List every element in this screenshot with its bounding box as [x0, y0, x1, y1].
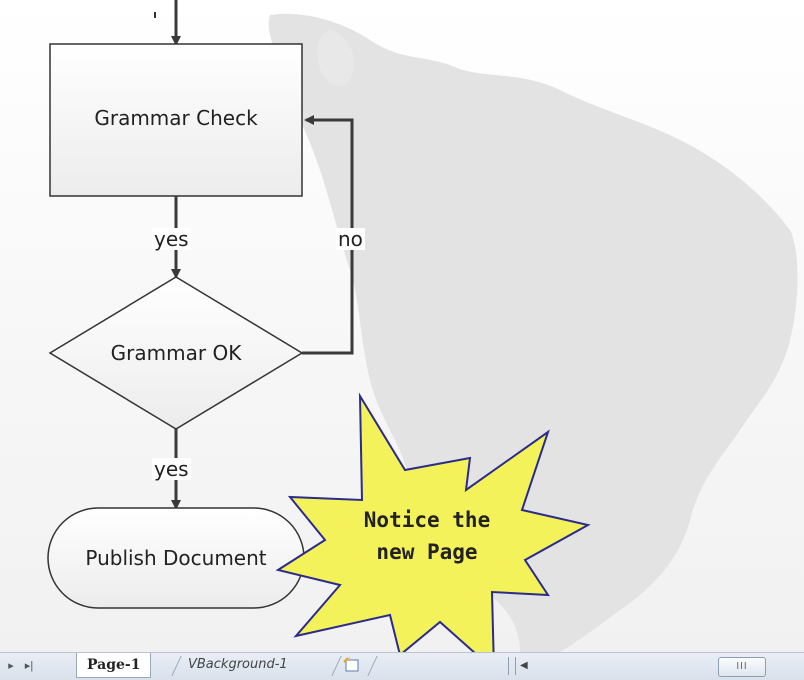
connector-no-label: no — [336, 227, 365, 251]
horizontal-scrollbar-thumb[interactable]: III — [718, 657, 766, 677]
terminator-label: Publish Document — [85, 546, 267, 570]
tab-separator — [331, 656, 342, 676]
connector-yes-2-label: yes — [152, 457, 191, 481]
callout-line-2: new Page — [376, 540, 478, 564]
page-tab-bar: ▸ ▸| Page-1 VBackground-1 ◀ III — [0, 652, 804, 680]
next-page-icon[interactable]: ▸ — [8, 660, 14, 672]
callout-text: Notice the new Page — [352, 504, 502, 568]
scrollbar-grip: III — [736, 661, 748, 672]
last-page-icon[interactable]: ▸| — [24, 660, 34, 672]
callout-line-1: Notice the — [363, 508, 491, 532]
background-map-island — [317, 30, 354, 87]
process-label: Grammar Check — [94, 106, 258, 130]
tab-page-1[interactable]: Page-1 — [76, 653, 152, 678]
scroll-left-icon[interactable]: ◀ — [520, 660, 528, 671]
diagram-svg — [47, 0, 798, 652]
tab-vbackground-1[interactable]: VBackground-1 — [188, 657, 288, 672]
decision-label: Grammar OK — [110, 341, 242, 365]
connector-top-dot — [154, 12, 156, 18]
tab-separator — [367, 656, 378, 676]
callout-starburst[interactable] — [275, 392, 591, 652]
insert-page-icon[interactable] — [342, 656, 362, 674]
tab-scroll-split-handle[interactable] — [508, 657, 516, 675]
background-map-shape — [268, 13, 798, 652]
connector-yes-1-label: yes — [152, 227, 191, 251]
drawing-canvas[interactable]: Grammar Check Grammar OK Publish Documen… — [0, 0, 804, 652]
process-box[interactable] — [49, 43, 303, 197]
